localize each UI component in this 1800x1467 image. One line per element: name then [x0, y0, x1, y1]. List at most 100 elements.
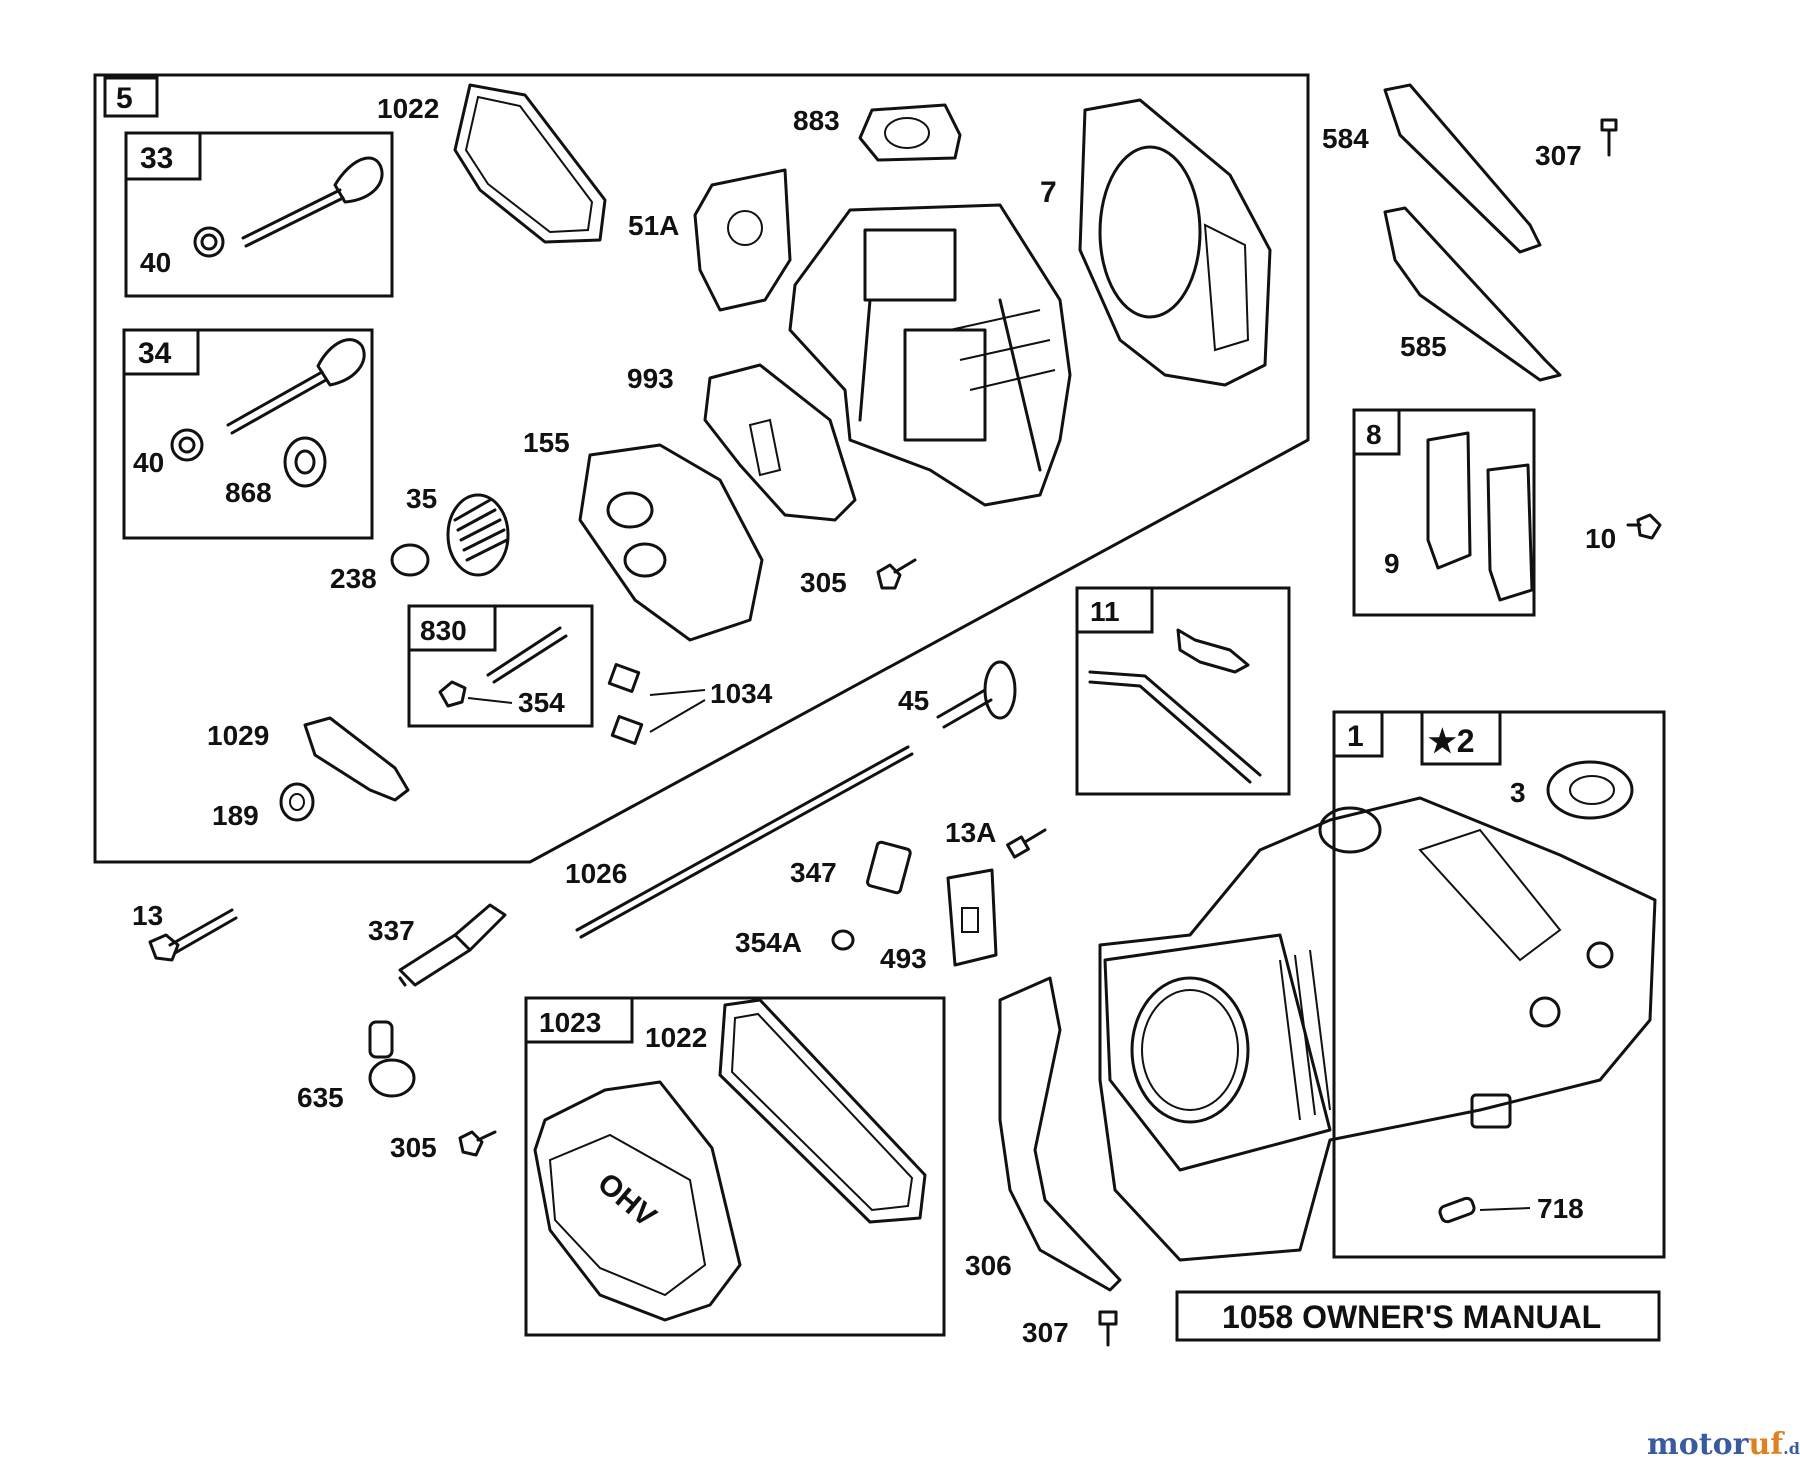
callout-35: 35 — [406, 483, 437, 514]
intake-valve-icon — [170, 338, 366, 488]
callout-40-top: 40 — [140, 247, 171, 278]
owners-manual-label: 1058 OWNER'S MANUAL — [1222, 1299, 1601, 1335]
owners-manual-box — [1175, 1290, 1661, 1342]
box-33 — [124, 131, 394, 298]
valve-cover-icon: OHV — [533, 1080, 742, 1322]
spark-plug-icon — [398, 903, 507, 987]
box-1023 — [524, 996, 946, 1337]
valve-cover-gasket-bottom-icon — [718, 998, 927, 1224]
rocker-arm-icon — [303, 716, 410, 802]
group-tag-5 — [103, 76, 159, 118]
tag-11 — [1075, 586, 1154, 634]
intake-gasket-icon — [858, 103, 962, 162]
bolt-13-icon — [148, 908, 238, 962]
tag-8 — [1352, 408, 1401, 456]
cylinder-shroud-icon — [998, 976, 1122, 1292]
callout-34: 34 — [138, 337, 172, 370]
callout-585: 585 — [1400, 331, 1447, 362]
head-gasket-icon — [1078, 98, 1272, 387]
bolt-305-bottom-icon — [458, 1130, 497, 1157]
tag-33 — [124, 131, 202, 181]
callout-306: 306 — [965, 1250, 1012, 1281]
dowel-pin-icon — [1438, 1196, 1531, 1224]
callout-354: 354 — [518, 687, 565, 718]
callout-1029: 1029 — [207, 720, 269, 751]
engine-block-icon — [1098, 796, 1657, 1262]
callout-830: 830 — [420, 615, 467, 646]
callout-337: 337 — [368, 915, 415, 946]
callout-10: 10 — [1585, 523, 1616, 554]
breather-tube-icon — [1088, 628, 1262, 784]
block-347-icon — [866, 840, 912, 895]
box-11 — [1075, 586, 1291, 796]
callout-584: 584 — [1322, 123, 1369, 154]
callout-883: 883 — [793, 105, 840, 136]
watermark: motoruf.de — [1647, 1427, 1800, 1462]
screw-307-top-icon — [1600, 118, 1618, 157]
callout-8: 8 — [1366, 419, 1382, 450]
box-8 — [1352, 408, 1536, 617]
callout-189: 189 — [212, 800, 259, 831]
callout-33: 33 — [140, 142, 173, 175]
box-830 — [407, 604, 594, 728]
screw-13a-icon — [1006, 828, 1047, 859]
callout-238: 238 — [330, 563, 377, 594]
exhaust-valve-icon — [193, 156, 384, 258]
box-1 — [1332, 710, 1666, 1259]
callout-718: 718 — [1537, 1193, 1584, 1224]
callout-7: 7 — [1040, 176, 1057, 209]
breather-gasket-585-icon — [1383, 206, 1562, 382]
callout-1022-top: 1022 — [377, 93, 439, 124]
tappet-icon — [936, 660, 1017, 729]
rocker-gasket-icon — [703, 363, 857, 522]
callout-347: 347 — [790, 857, 837, 888]
cylinder-head-icon — [788, 203, 1072, 507]
callout-13a: 13A — [945, 817, 996, 848]
callout-1023: 1023 — [539, 1007, 601, 1038]
rocker-nut-icon — [279, 782, 315, 822]
fitting-635-icon — [368, 1020, 416, 1098]
valve-spring-icon — [446, 493, 510, 577]
callout-993: 993 — [627, 363, 674, 394]
svg-text:OHV: OHV — [591, 1167, 662, 1234]
callout-11: 11 — [1090, 596, 1120, 627]
push-rod-icon — [575, 745, 914, 939]
callout-307-top: 307 — [1535, 140, 1582, 171]
valve-cover-gasket-top-icon — [453, 83, 607, 244]
oil-seal-icon — [1546, 760, 1634, 820]
callout-1022-bottom: 1022 — [645, 1022, 707, 1053]
screw-307-bottom-icon — [1098, 1310, 1118, 1347]
bolt-305-top-icon — [876, 558, 917, 590]
callout-1: 1 — [1347, 720, 1364, 753]
callout-3: 3 — [1510, 777, 1526, 808]
nut-354a-icon — [831, 929, 855, 951]
box-34 — [122, 328, 374, 540]
callout-2: ★2 — [1428, 723, 1474, 759]
callout-45: 45 — [898, 685, 929, 716]
callout-40-mid: 40 — [133, 447, 164, 478]
breather-gasket-584-icon — [1383, 83, 1542, 254]
tag-1023 — [524, 996, 634, 1044]
tag-2 — [1420, 710, 1502, 766]
callout-51a: 51A — [628, 210, 679, 241]
callout-5: 5 — [116, 82, 133, 115]
rocker-plate-icon — [578, 443, 764, 642]
callout-1026: 1026 — [565, 858, 627, 889]
callout-635: 635 — [297, 1082, 344, 1113]
callout-493: 493 — [880, 943, 927, 974]
callout-1034: 1034 — [710, 678, 773, 709]
callout-305-top: 305 — [800, 567, 847, 598]
screw-10-icon — [1626, 513, 1662, 540]
valve-cap-icon — [390, 543, 430, 577]
rocker-stud-icon — [438, 626, 568, 708]
callout-155: 155 — [523, 427, 570, 458]
push-rod-guide-icon — [607, 662, 706, 746]
callout-9: 9 — [1384, 548, 1400, 579]
callout-305-bottom: 305 — [390, 1132, 437, 1163]
tag-830 — [407, 604, 497, 652]
callout-13: 13 — [132, 900, 163, 931]
callout-354a: 354A — [735, 927, 802, 958]
plate-493-icon — [946, 868, 998, 967]
